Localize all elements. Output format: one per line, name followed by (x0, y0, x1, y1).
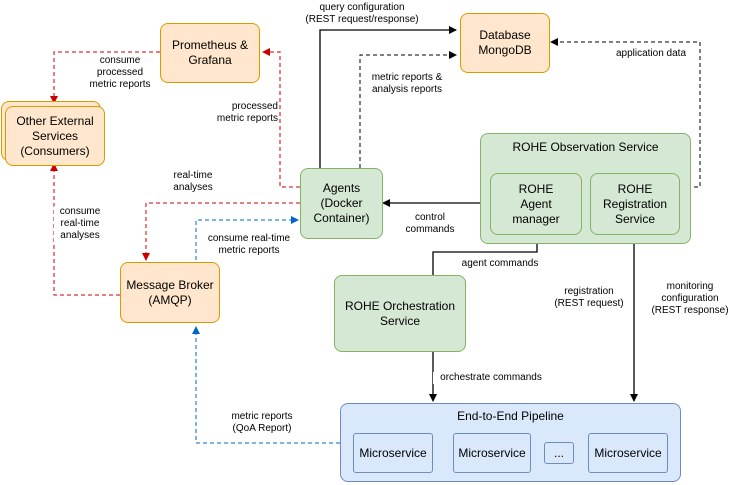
microservice-node-1: Microservice (353, 433, 433, 473)
node-text: Grafana (188, 53, 232, 67)
label-text: analysis reports (371, 84, 443, 95)
node-text: Other External (16, 113, 94, 128)
label-text: configuration (661, 293, 719, 304)
label-text: agent commands (461, 258, 539, 269)
label-agent-commands: agent commands (456, 258, 544, 270)
label-text: monitoring (666, 281, 714, 292)
label-consume-realtime-analyses: consume real-time analyses (54, 206, 106, 242)
node-text: Service (614, 211, 655, 226)
label-qoa-report: metric reports (QoA Report) (224, 411, 300, 435)
label-consume-processed: consume processed metric reports (82, 55, 158, 91)
node-text: Agents (322, 181, 361, 195)
edge-realtime-analyses (142, 202, 300, 261)
edge-processed-metric-reports (262, 48, 300, 188)
node-text: ... (553, 445, 564, 460)
label-text: commands (405, 224, 455, 235)
label-text: analyses (173, 182, 213, 193)
label-text: control (414, 212, 445, 223)
node-text: Services (31, 128, 78, 143)
label-text: metric reports (218, 245, 280, 256)
rohe-agent-manager-node: ROHE Agent manager (490, 173, 582, 235)
edge-qoa-report (192, 326, 340, 444)
database-mongodb-node: Database MongoDB (460, 13, 550, 73)
node-text: ROHE (617, 181, 653, 196)
node-text: ROHE (518, 181, 554, 196)
node-text: Microservice (594, 445, 662, 460)
node-text: Database (479, 28, 531, 42)
label-consume-realtime-metric: consume real-time metric reports (200, 233, 298, 257)
edge-consume-realtime-analyses (50, 163, 120, 296)
label-orchestrate-commands: orchestrate commands (433, 372, 549, 384)
label-text: application data (615, 48, 687, 59)
label-text: analyses (60, 230, 100, 241)
label-text: (QoA Report) (232, 423, 292, 434)
label-text: processed (96, 67, 144, 78)
node-text: ROHE Orchestration (344, 298, 456, 313)
label-text: (REST request) (554, 298, 624, 309)
microservice-node-2: Microservice (453, 433, 531, 473)
label-monitoring-configuration: monitoring configuration (REST response) (644, 281, 736, 317)
label-text: (REST response) (651, 305, 729, 316)
label-text: query configuration (319, 2, 405, 13)
node-text: MongoDB (478, 43, 532, 57)
rohe-registration-service-node: ROHE Registration Service (590, 173, 680, 235)
label-realtime-analyses: real-time analyses (160, 170, 226, 194)
edge-consume-processed (50, 51, 160, 104)
edge-consume-realtime-metric (195, 216, 299, 260)
label-control-commands: control commands (400, 212, 460, 236)
node-text: Service (379, 313, 420, 328)
label-text: processed (231, 101, 278, 112)
label-application-data: application data (606, 48, 696, 60)
microservice-node-3: Microservice (588, 433, 668, 473)
other-external-services-node: Other External Services (Consumers) (5, 106, 105, 166)
label-text: metric reports & (371, 72, 443, 83)
label-text: metric reports (216, 113, 278, 124)
label-text: consume real-time (207, 233, 291, 244)
node-text: Microservice (458, 445, 526, 460)
node-text: Microservice (359, 445, 427, 460)
label-text: (REST request/response) (305, 14, 419, 25)
node-text: Message Broker (126, 277, 214, 292)
label-text: real-time (60, 218, 100, 229)
rohe-orchestration-service-node: ROHE Orchestration Service (334, 275, 466, 352)
node-text: Agent (520, 196, 552, 211)
node-text: (Consumers) (20, 143, 90, 158)
prometheus-grafana-node: Prometheus & Grafana (160, 23, 260, 83)
label-text: metric reports (231, 411, 293, 422)
node-text: Container) (313, 211, 370, 225)
label-text: consume (59, 206, 101, 217)
agents-node: Agents (Docker Container) (300, 168, 383, 239)
edge-query-configuration (316, 26, 457, 175)
group-title: ROHE Observation Service (512, 140, 659, 154)
label-text: orchestrate commands (440, 372, 542, 383)
label-text: real-time (173, 170, 213, 181)
edge-metric-analysis-reports (359, 51, 457, 168)
label-metric-analysis-reports: metric reports & analysis reports (362, 72, 452, 96)
group-title: End-to-End Pipeline (457, 409, 564, 423)
label-processed-metric-reports: processed metric reports (200, 101, 278, 125)
node-text: manager (512, 211, 560, 226)
node-text: (AMQP) (148, 292, 192, 307)
label-text: metric reports (89, 79, 151, 90)
label-text: registration (564, 286, 614, 297)
ellipsis-node: ... (544, 442, 574, 464)
label-registration: registration (REST request) (549, 286, 629, 310)
node-text: (Docker (320, 196, 363, 210)
label-query-configuration: query configuration (REST request/respon… (304, 2, 420, 26)
node-text: Prometheus & (171, 38, 249, 52)
label-text: consume (99, 55, 141, 66)
message-broker-node: Message Broker (AMQP) (120, 262, 220, 323)
node-text: Registration (602, 196, 668, 211)
